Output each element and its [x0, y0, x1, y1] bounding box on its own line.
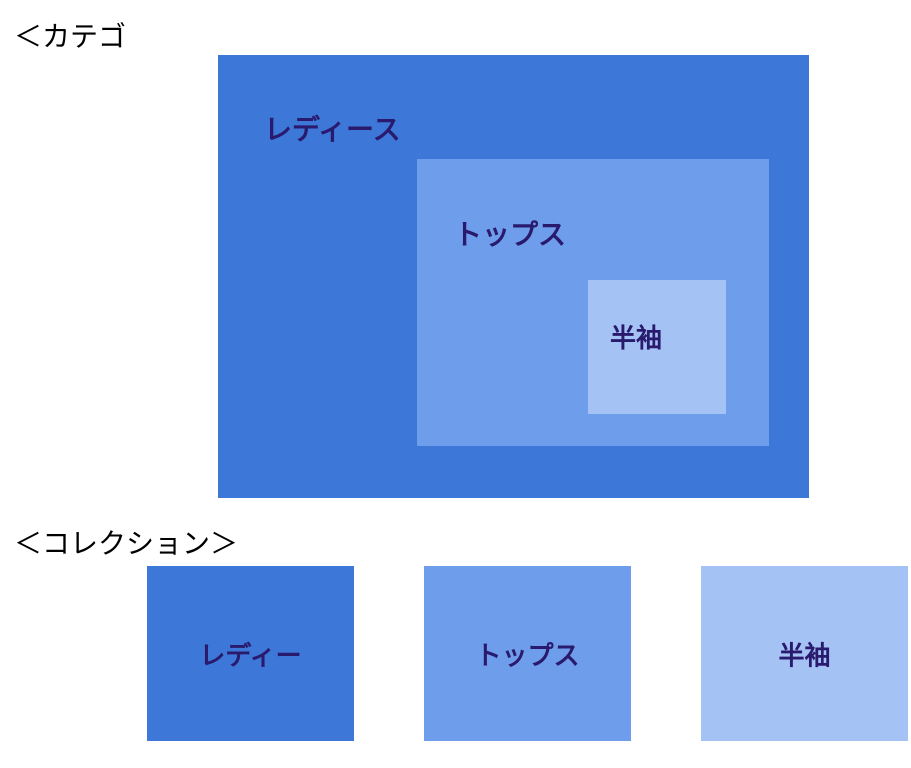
- category-short-sleeve-box: 半袖: [588, 280, 726, 414]
- category-tops-box: トップス 半袖: [417, 159, 769, 446]
- collection-heading: ＜コレクション＞: [14, 527, 239, 560]
- category-tops-label: トップス: [454, 218, 567, 251]
- category-short-sleeve-label: 半袖: [610, 324, 663, 354]
- collection-card-tops-label: トップス: [475, 641, 580, 671]
- collection-card-short-sleeve: 半袖: [701, 566, 908, 741]
- category-heading: ＜カテゴ: [14, 20, 127, 53]
- collection-card-short-sleeve-label: 半袖: [778, 641, 831, 671]
- category-ladies-label: レディース: [264, 113, 401, 146]
- collection-card-ladies-label: レディー: [199, 641, 302, 671]
- collection-card-ladies: レディー: [147, 566, 354, 741]
- collection-card-tops: トップス: [424, 566, 631, 741]
- category-ladies-box: レディース トップス 半袖: [218, 55, 809, 498]
